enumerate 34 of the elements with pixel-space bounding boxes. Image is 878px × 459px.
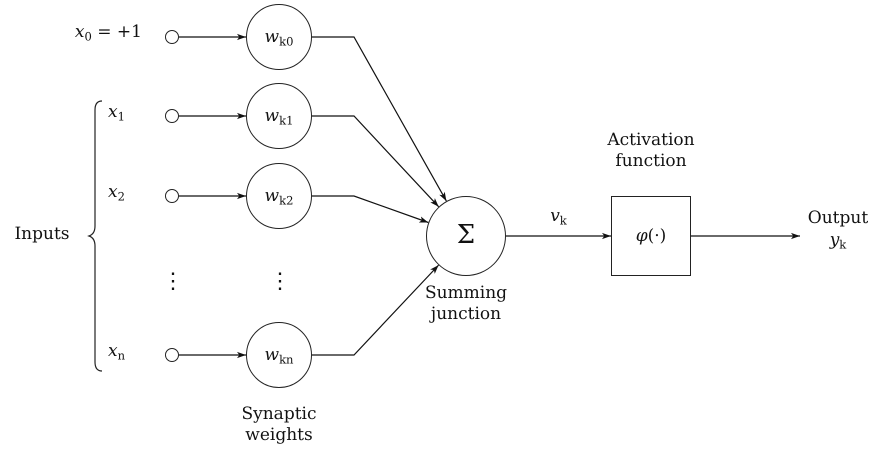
node-label: φ(·) [636, 226, 666, 246]
node-label: w$_{k1}$ [264, 106, 294, 126]
node-label: w$_{k2}$ [264, 186, 294, 206]
arrow [691, 232, 800, 240]
block-caption: Activation function [606, 130, 696, 172]
input-terminal-circle [165, 30, 179, 44]
output-label: y$_{k}$ [830, 230, 846, 251]
arrow [312, 264, 440, 356]
input-label: x$_{1}$ [108, 102, 126, 124]
activation-box [611, 196, 691, 276]
node-label: Σ [456, 220, 476, 252]
input-label: x$_{0}$ = +1 [74, 22, 142, 44]
ellipsis: ⋮ [269, 268, 289, 296]
ellipsis: ⋮ [162, 268, 182, 296]
input-terminal-circle [165, 348, 179, 362]
arrow [179, 34, 246, 40]
edge-label: v$_{k}$ [549, 206, 568, 228]
node-label: w$_{kn}$ [264, 344, 294, 366]
arrow [179, 112, 246, 120]
input-terminal-circle [165, 189, 179, 203]
input-terminal-circle [165, 109, 179, 123]
block-caption: Synaptic weights [240, 404, 318, 446]
output-label: Output [808, 208, 868, 228]
arrow [312, 115, 440, 208]
arrow [179, 352, 246, 358]
arrow [312, 195, 428, 224]
block-caption: Summing junction [424, 283, 508, 326]
input-label: x$_{2}$ [108, 182, 126, 204]
group-label: Inputs [13, 224, 71, 246]
arrow [312, 36, 447, 202]
arrow [179, 192, 246, 200]
input-label: x$_{n}$ [108, 341, 126, 362]
arrow [506, 232, 611, 240]
node-label: w$_{k0}$ [264, 26, 294, 48]
